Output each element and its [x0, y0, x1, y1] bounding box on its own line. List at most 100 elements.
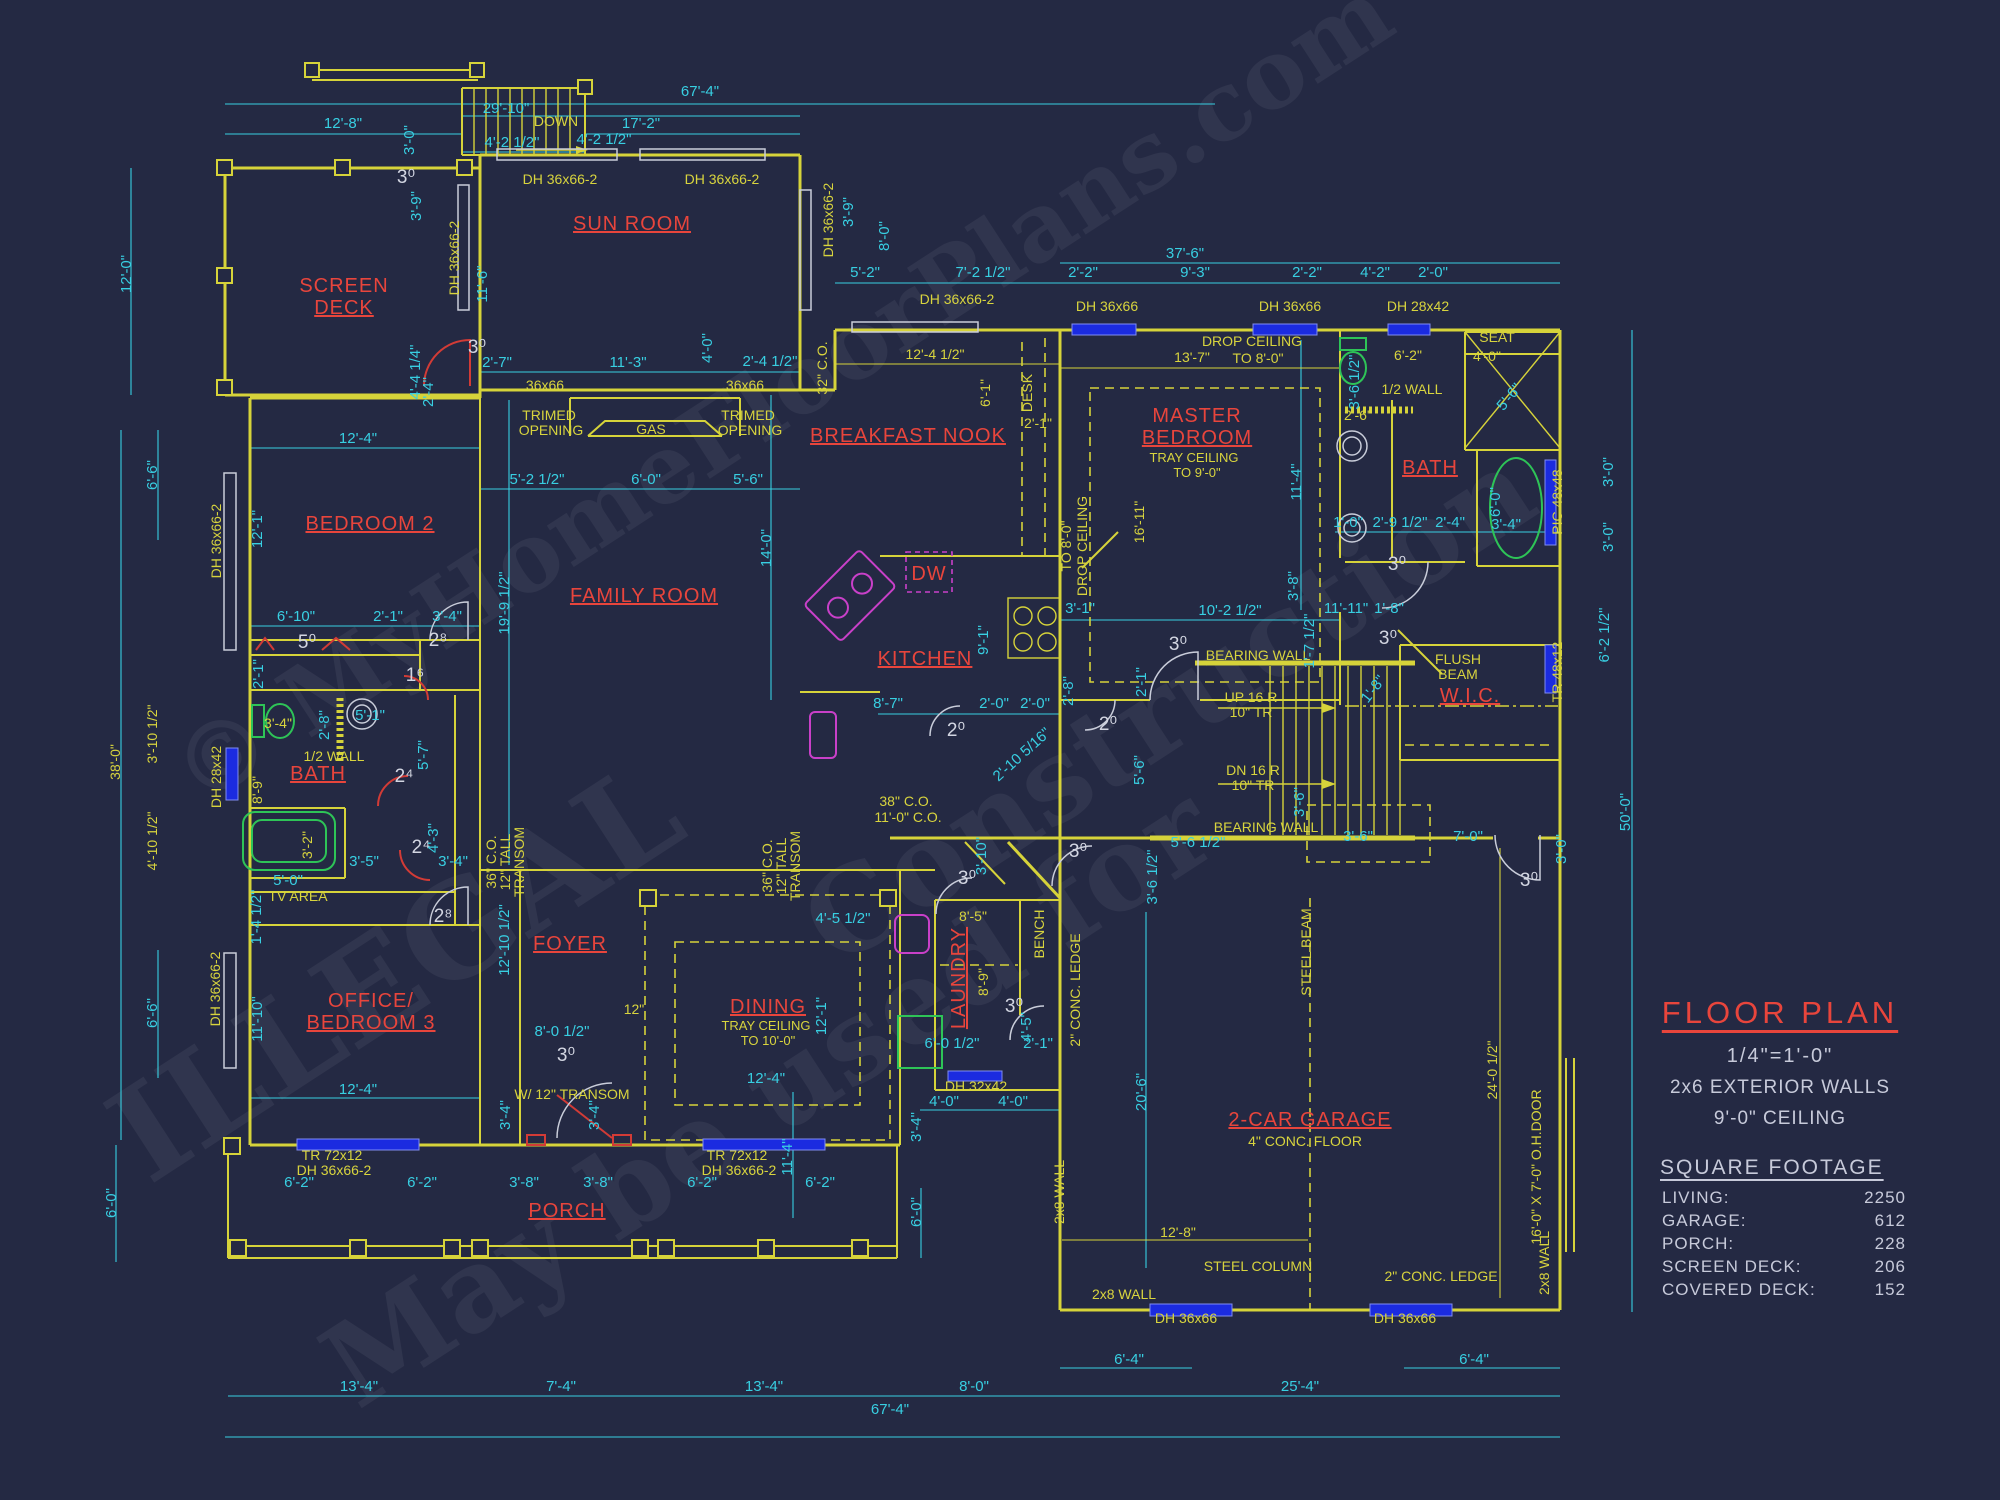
label: 3⁰ — [1388, 554, 1406, 575]
label: TO 9'-0" — [1173, 465, 1221, 480]
label: 6'-4" — [1114, 1351, 1144, 1368]
sqft-value: 152 — [1874, 1279, 1906, 1299]
exterior-walls — [223, 153, 1562, 1312]
label: 8'-0" — [876, 221, 893, 251]
label: 6'-2" — [805, 1174, 835, 1191]
window — [1071, 323, 1137, 336]
label: OPENING — [718, 422, 783, 438]
label: 6'-0" — [908, 1197, 925, 1227]
label: 67'-4" — [871, 1401, 909, 1418]
label: 2⁸ — [429, 630, 448, 651]
label: 14'-0" — [758, 529, 775, 567]
label: 2'-8" — [316, 710, 333, 740]
label: 12'-0" — [118, 255, 135, 293]
prep-sink — [809, 711, 837, 759]
dishwasher — [905, 551, 953, 593]
label: DN 16 R — [1226, 762, 1280, 778]
label: 4'-5" — [1018, 1012, 1035, 1042]
label: 5'-6" — [733, 471, 763, 488]
label: 6'-0" — [631, 471, 661, 488]
sqft-label: LIVING: — [1662, 1187, 1730, 1207]
label: 8'-0" — [959, 1378, 989, 1395]
label: BEAM — [1438, 666, 1478, 682]
label: 3'-6" — [1291, 787, 1308, 817]
label: 9'-1" — [975, 625, 992, 655]
label: 13'-4" — [745, 1378, 783, 1395]
label: DINING — [730, 996, 806, 1018]
label: 4'-0" — [929, 1093, 959, 1110]
label: 2'-1" — [373, 608, 403, 625]
label: STEEL COLUMN — [1204, 1258, 1312, 1274]
bearing-walls — [1150, 660, 1415, 841]
label: DH 36x66 — [1076, 298, 1138, 314]
sidelite — [526, 1134, 546, 1146]
label: 4'-4 1/4" — [407, 345, 424, 400]
label: 12'-1" — [249, 510, 266, 548]
label: 1'-0" — [1333, 514, 1363, 531]
sqft-row-garage: GARAGE: 612 — [1650, 1209, 1910, 1232]
sqft-row-living: LIVING: 2250 — [1650, 1186, 1910, 1209]
ceiling-note: 9'-0" CEILING — [1713, 1108, 1847, 1129]
label: 3'-10" — [973, 837, 990, 875]
label: DH 32x42 — [945, 1078, 1007, 1094]
label: TO 8'-0" — [1233, 350, 1284, 366]
label: 2x8 WALL — [1536, 1231, 1552, 1295]
kitchen-hall-door — [929, 705, 961, 737]
label: 2'-7" — [482, 354, 512, 371]
label: 4'-0" — [998, 1093, 1028, 1110]
label: 25'-4" — [1281, 1378, 1319, 1395]
label: TV AREA — [268, 888, 328, 904]
label: LAUNDRY — [948, 927, 970, 1029]
label: 3'-0" — [1600, 457, 1617, 487]
label: MASTER — [1152, 405, 1241, 427]
label: 3'-6" — [1343, 828, 1373, 845]
label: 6'-2" — [1394, 347, 1422, 363]
label: 11'-3" — [609, 354, 646, 371]
label: DH 36x66 — [1374, 1310, 1436, 1326]
sidelite — [612, 1134, 632, 1146]
window — [1252, 323, 1318, 336]
label: 3'-9" — [840, 197, 857, 227]
toilet-left — [251, 703, 295, 739]
deck-posts — [216, 62, 897, 907]
label: 37'-6" — [1166, 245, 1204, 262]
window — [799, 189, 812, 311]
wc-door — [399, 849, 431, 881]
half-walls — [336, 406, 1413, 764]
label: 5'-6" — [1493, 380, 1525, 414]
label: 4" CONC. FLOOR — [1248, 1133, 1362, 1149]
hall-door-leaf — [1081, 531, 1119, 569]
label: UP 16 R — [1225, 689, 1278, 705]
window — [947, 1070, 1003, 1082]
label: 9'-3" — [1180, 264, 1210, 281]
label: 5'-2" — [850, 264, 880, 281]
label: 29'-10" — [483, 100, 530, 117]
sqft-value: 612 — [1874, 1210, 1906, 1230]
label: 3'-0" — [1553, 834, 1570, 864]
label: 36x66 — [726, 377, 764, 393]
window — [225, 747, 239, 801]
label: 7'-2 1/2" — [956, 264, 1011, 281]
wic-door-leaf — [1397, 629, 1443, 675]
sqft-heading: SQUARE FOOTAGE — [1660, 1156, 1884, 1179]
label: 3'-4" — [432, 608, 462, 625]
label: 4'-5 1/2" — [816, 910, 871, 927]
label: 6'-2" — [407, 1174, 437, 1191]
sink-left-basin — [352, 704, 372, 724]
shower-glass — [1464, 331, 1561, 449]
label: BEDROOM 3 — [306, 1012, 435, 1034]
label: 6'-6" — [144, 998, 161, 1028]
label: 2⁰ — [947, 720, 965, 741]
label: 2x8 WALL — [1092, 1286, 1156, 1302]
label: PORCH — [528, 1200, 605, 1222]
label: 12'-8" — [324, 115, 362, 132]
label: 3'-0" — [401, 125, 418, 155]
label: DH 36x66 — [1155, 1310, 1217, 1326]
label: 2x8 WALL — [1051, 1160, 1067, 1224]
label: 2'-1" — [1024, 415, 1052, 431]
label: 2'-4 1/2" — [743, 353, 798, 370]
window — [639, 148, 766, 161]
window — [223, 952, 237, 1069]
